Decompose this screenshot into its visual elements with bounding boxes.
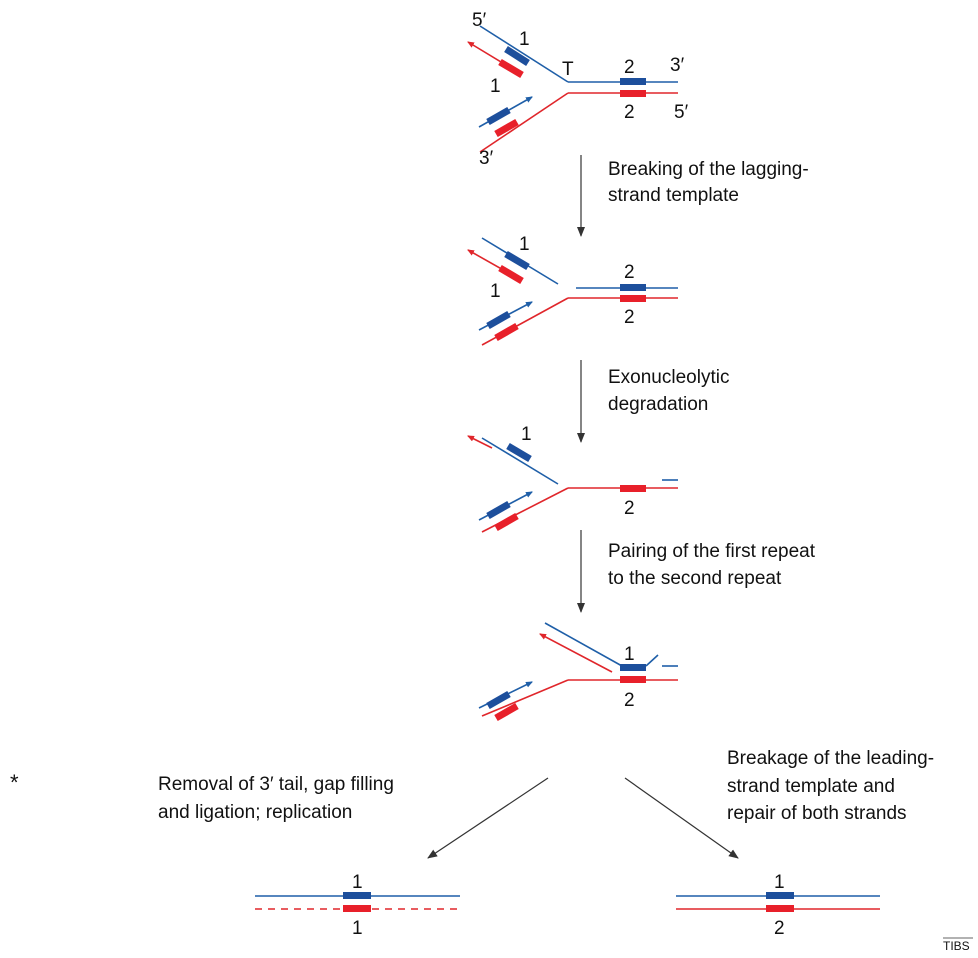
- result-right-label-bottom: 2: [774, 918, 785, 939]
- right-caption-line3: repair of both strands: [727, 803, 907, 824]
- result-left-duplex: 1 1: [255, 872, 460, 939]
- result-left-blue-block: [343, 892, 371, 899]
- repeat-2-red-block-3: [620, 485, 646, 492]
- branch-arrow-right: [624, 777, 739, 859]
- right-caption-line1: Breakage of the leading-: [727, 748, 934, 769]
- tibs-tag: TIBS: [943, 939, 970, 953]
- repeat-2-red-block-4: [620, 676, 646, 683]
- result-left-red-block: [343, 905, 371, 912]
- step2-caption-line2: degradation: [608, 394, 708, 415]
- step3-caption-line2: to the second repeat: [608, 568, 782, 589]
- step3-caption-line1: Pairing of the first repeat: [608, 541, 816, 562]
- label-five-prime-right: 5′: [674, 102, 689, 123]
- left-caption-line2: and ligation; replication: [158, 802, 352, 823]
- leading-red-block: [494, 118, 519, 138]
- repeat-1-blue-block-2: [504, 250, 530, 271]
- branch-arrow-left: [427, 777, 549, 859]
- degraded-lagging-template: [481, 437, 559, 485]
- label-three-prime-bottom: 3′: [479, 148, 494, 169]
- repeat-1-paired-blue-block: [620, 664, 646, 671]
- label-repeat-1-top-3: 1: [521, 424, 532, 445]
- step2-caption-line1: Exonucleolytic: [608, 367, 729, 388]
- repeat-1-red-block: [498, 58, 524, 79]
- repeat-1-blue-block: [504, 46, 530, 66]
- repeat-1-blue-block-3: [506, 442, 532, 463]
- label-t: T: [562, 59, 574, 80]
- label-repeat-2-bottom-3: 2: [624, 498, 635, 519]
- label-repeat-1-top-2: 1: [519, 234, 530, 255]
- three-prime-flap: [645, 654, 659, 667]
- paired-lagging-template: [544, 622, 623, 667]
- leading-blue-block-4: [486, 690, 511, 710]
- leading-red-block-3: [494, 512, 519, 532]
- asterisk-marker: *: [10, 770, 19, 795]
- lagging-template-strand: [479, 25, 569, 83]
- result-right-label-top: 1: [774, 872, 785, 893]
- label-five-prime-top: 5′: [472, 10, 487, 31]
- label-repeat-2-top-2: 2: [624, 262, 635, 283]
- result-right-blue-block: [766, 892, 794, 899]
- label-repeat-1-top: 1: [519, 29, 530, 50]
- label-repeat-2-bottom-2: 2: [624, 307, 635, 328]
- label-repeat-2-bottom: 2: [624, 102, 635, 123]
- label-three-prime-right: 3′: [670, 55, 685, 76]
- leading-template-strand: [479, 92, 569, 153]
- repeat-2-blue-block-2: [620, 284, 646, 291]
- degraded-nascent-lagging: [467, 435, 493, 449]
- label-repeat-1-bottom-2: 1: [490, 281, 501, 302]
- result-left-label-bottom: 1: [352, 918, 363, 939]
- label-repeat-2-top: 2: [624, 57, 635, 78]
- stage-1-fork: 5′ 1 1 T 2 3′ 2 5′ 3′: [467, 10, 689, 169]
- repeat-2-red-block: [620, 90, 646, 97]
- leading-blue-block-2: [486, 310, 511, 330]
- repeat-2-red-block-2: [620, 295, 646, 302]
- repeat-2-blue-block: [620, 78, 646, 85]
- step1-caption-line2: strand template: [608, 185, 739, 206]
- label-repeat-1-paired: 1: [624, 644, 635, 665]
- step1-caption-line1: Breaking of the lagging-: [608, 159, 809, 180]
- leading-red-block-2: [494, 322, 519, 342]
- leading-red-block-4: [494, 702, 519, 722]
- repeat-1-red-block-2: [498, 264, 524, 285]
- label-repeat-1-bottom: 1: [490, 76, 501, 97]
- realigned-nascent-lagging: [539, 633, 613, 673]
- left-caption-line1: Removal of 3′ tail, gap filling: [158, 774, 394, 795]
- stage-2-fork: 1 1 2 2: [467, 234, 678, 346]
- stage-4-fork: 1 2: [478, 622, 678, 722]
- leading-blue-block-3: [486, 500, 511, 520]
- right-caption-line2: strand template and: [727, 776, 895, 797]
- result-right-duplex: 1 2: [676, 872, 880, 939]
- label-repeat-2-paired: 2: [624, 690, 635, 711]
- result-left-label-top: 1: [352, 872, 363, 893]
- result-right-red-block: [766, 905, 794, 912]
- leading-blue-block: [486, 106, 511, 126]
- leading-template-strand-4: [481, 679, 569, 717]
- stage-3-fork: 1 2: [467, 424, 678, 533]
